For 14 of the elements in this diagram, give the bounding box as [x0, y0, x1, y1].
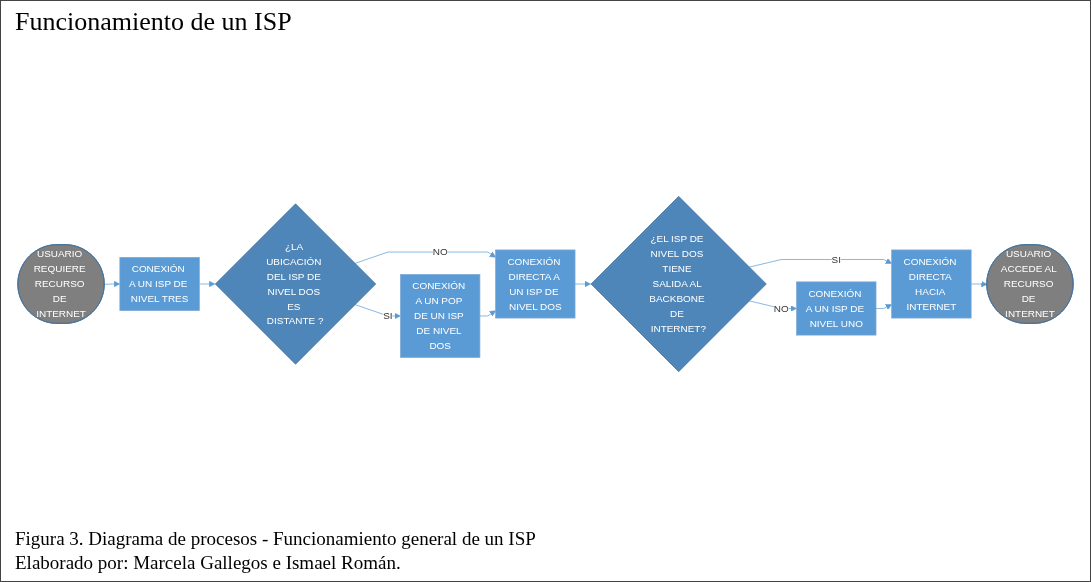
edge-label: SI: [383, 309, 393, 322]
credit-note: Elaborado por: Marcela Gallegos e Ismael Román.: [15, 551, 402, 575]
node-box: CONEXIÓN A UN ISP DE NIVEL UNO: [796, 281, 877, 336]
node-box: CONEXIÓN DIRECTA HACIA INTERNET: [891, 249, 972, 319]
edge-label: NO: [432, 246, 448, 258]
edge-label: SI: [831, 253, 841, 265]
node-box: CONEXIÓN A UN POP DE UN ISP DE NIVEL DOS: [400, 274, 481, 358]
node-box: CONEXIÓN A UN ISP DE NIVEL TRES: [119, 257, 200, 311]
edge-label: NO: [773, 302, 789, 314]
node-box: CONEXIÓN DIRECTA A UN ISP DE NIVEL DOS: [495, 249, 576, 319]
diagram-title: Funcionamiento de un ISP: [15, 7, 293, 37]
node-diamond: ¿EL ISP DE NIVEL DOS TIENE SALIDA AL BACKBONE DE INTERNET?: [590, 195, 767, 373]
figure-caption: Figura 3. Diagrama de procesos - Funcionamiento general de un ISP: [15, 527, 537, 551]
node-diamond: ¿LA UBICACIÓN DEL ISP DE NIVEL DOS ES DISTANTE ?: [214, 203, 377, 365]
